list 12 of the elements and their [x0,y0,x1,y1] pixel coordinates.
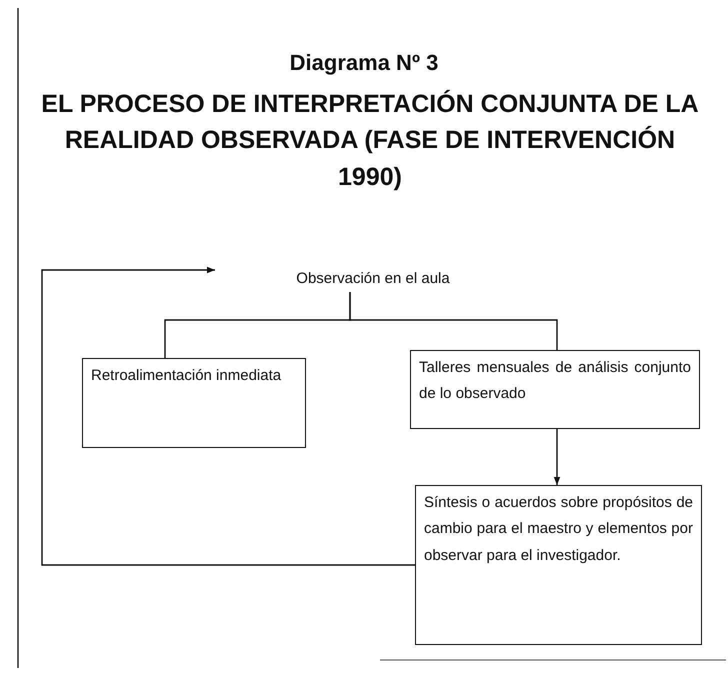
box-text: Síntesis o acuerdos sobre propósitos de cambio para el maestro y elementos por observar para el investigador. [424,493,693,566]
connector-line [349,292,558,350]
process-box [82,358,306,448]
box-text: Talleres mensuales de análisis conjunto de lo observado [419,358,691,404]
process-box [415,485,702,645]
process-box [410,350,700,429]
arrow [554,429,560,485]
box-text: Retroalimentación inmediata [91,366,282,386]
diagram-number: Diagrama Nº 3 [288,50,440,76]
diagram-title: EL PROCESO DE INTERPRETACIÓN CONJUNTA DE LA REALIDAD OBSERVADA (FASE DE INTERVENCIÓN 1990) [40,88,700,192]
step-label: Observación en el aula [262,266,484,292]
arrow [41,266,415,566]
